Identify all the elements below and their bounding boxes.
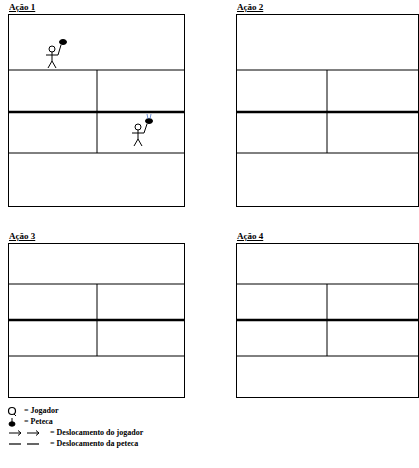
player-figure	[46, 40, 67, 69]
court-box: Ação 3	[8, 243, 185, 398]
legend-swatch	[7, 406, 21, 416]
player-figure	[132, 114, 153, 146]
court-box: Ação 1	[8, 14, 185, 207]
court-box: Ação 4	[236, 243, 419, 398]
legend-entry: = Deslocamento do jogador	[7, 427, 143, 438]
legend-text: = Peteca	[24, 417, 53, 427]
legend-entry: = Peteca	[7, 416, 143, 427]
action-heading: Ação 1	[9, 2, 35, 13]
legend-swatch	[7, 439, 47, 449]
legend: = Jogador= Peteca= Deslocamento do jogad…	[7, 405, 143, 449]
court-markings	[8, 70, 418, 356]
legend-entry: = Deslocamento da peteca	[7, 438, 143, 449]
legend-entry: = Jogador	[7, 405, 143, 416]
legend-text: = Deslocamento do jogador	[50, 428, 143, 438]
legend-swatch	[7, 428, 47, 438]
legend-text: = Deslocamento da peteca	[50, 439, 138, 449]
court-box: Ação 2	[236, 14, 419, 207]
action-heading: Ação 4	[237, 231, 263, 242]
action-heading: Ação 2	[237, 2, 263, 13]
legend-text: = Jogador	[24, 406, 59, 416]
action-heading: Ação 3	[9, 231, 35, 242]
legend-swatch	[7, 417, 21, 427]
